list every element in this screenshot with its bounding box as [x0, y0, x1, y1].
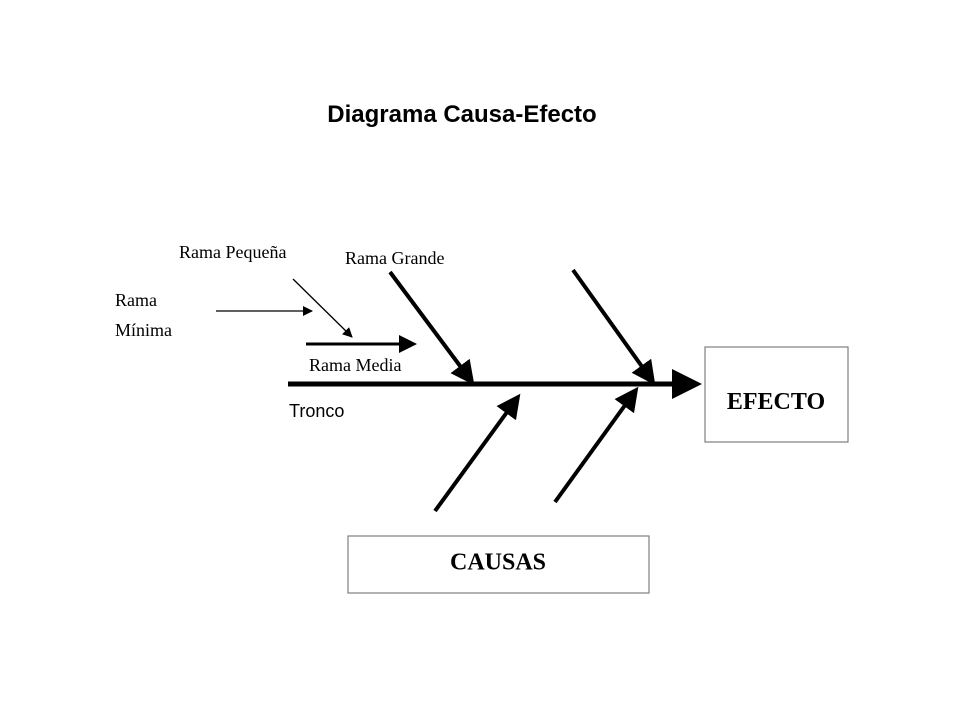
label-rama-pequena: Rama Pequeña: [179, 242, 286, 262]
lower-bone-1: [433, 393, 521, 513]
upper-bone-2: [571, 268, 656, 386]
page-title: Diagrama Causa-Efecto: [327, 101, 596, 128]
effect-box-label: EFECTO: [727, 389, 825, 415]
upper-bone-1: [388, 270, 475, 386]
label-rama-minima-line1: Rama: [115, 290, 157, 310]
causes-box: [347, 535, 650, 594]
lower-bone-2: [553, 386, 639, 504]
label-rama-media: Rama Media: [309, 355, 401, 375]
label-rama-minima-line2: Mínima: [115, 320, 172, 340]
causes-box-label: CAUSAS: [450, 550, 546, 576]
effect-box: [704, 346, 849, 443]
label-rama-grande: Rama Grande: [345, 248, 444, 268]
label-tronco: Tronco: [289, 401, 344, 421]
small-branch-arrow: [292, 278, 353, 338]
